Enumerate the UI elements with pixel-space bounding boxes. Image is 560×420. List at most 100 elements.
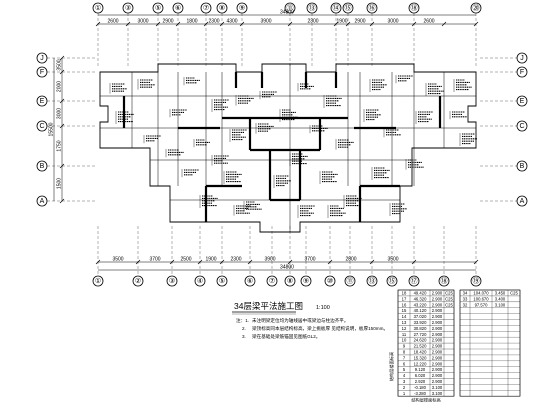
schedule-cell: 3.100 [432,391,443,396]
dimension-label: 2900 [354,19,365,25]
schedule-cell: 104.070 [473,290,489,295]
dimension-total-label: 34800 [280,10,294,16]
axis-bubble: J [516,52,528,64]
axis-circle [266,275,278,287]
dimension-label: 2000 [57,81,63,92]
schedule-cell: 6 [403,361,406,366]
axis-bubble: ⑮ [386,275,398,287]
beam-annotation [309,125,328,134]
floor-plan [99,63,477,233]
beam-annotation [425,83,444,96]
dimension-label: 3700 [304,257,315,263]
schedule-cell: 7 [403,355,406,360]
axis-bubble: ⑭ [330,2,342,14]
axis-label: ⑪ [287,4,294,12]
dimension-label: 3000 [387,19,398,25]
schedule-cell: 3.450 [495,290,506,295]
axis-bubble: ⑦ [266,275,278,287]
schedule-cell: 2.900 [432,338,443,343]
axis-label: J [40,55,44,62]
beam-annotation [243,201,262,212]
axis-label: ③ [125,4,131,12]
beam-annotation [235,95,254,106]
schedule-cell: 40.120 [414,308,427,313]
beam-annotation [335,139,354,150]
schedule-cell: 2.900 [432,308,443,313]
beam-annotation [453,79,472,92]
axis-bubble: ③ [166,275,178,287]
axis-bubble: J [36,52,48,64]
schedule-cell: 15.320 [414,355,427,360]
schedule-cell: 2.900 [432,320,443,325]
axis-bubble: B [36,160,48,172]
schedule-footer: 结构层楼面标高 [411,397,440,404]
note-line-3: 梁在基础处梁筋锚固见图纸GL2。 [252,333,320,340]
axis-circle [470,275,482,287]
axis-circle [166,275,178,287]
axis-circle [408,275,420,287]
dimension-label: 3000 [57,108,63,119]
axis-bubble: F [36,66,48,78]
axis-circle [324,275,336,287]
schedule-cell: C25 [445,302,453,307]
axis-bubble: ⑨ [236,2,248,14]
schedule-cell: 46.320 [414,296,427,301]
schedule-cell: 2.900 [432,344,443,349]
dimension-label: 2800 [345,257,356,263]
beam-annotation [273,175,291,188]
beam-annotation [279,109,298,122]
schedule-cell: 33.920 [414,320,427,325]
axis-bubble: ① [92,2,104,14]
thick-beams [122,72,442,222]
axis-bubble: B [516,160,528,172]
dimension-label: 2500 [180,257,191,263]
schedule-cell: 9.120 [415,367,426,372]
axis-label: ⑱ [441,277,448,285]
beam-annotation [297,205,315,218]
beam-annotation [319,171,338,184]
note-label-2: 2. [242,326,246,331]
axis-bubble: ⑩ [324,275,336,287]
schedule-cell: C25 [445,290,453,295]
axis-label: ⑪ [347,277,354,285]
axis-label: ⑬ [309,4,316,12]
axis-bubble: ⑪ [344,275,356,287]
axis-bubble: ① [92,275,104,287]
axis-bubble: ⑱ [408,2,420,14]
schedule-cell: 2.900 [432,314,443,319]
axis-circle [284,275,296,287]
dimension-total-label: 34800 [280,265,294,271]
beam-annotation [181,169,199,178]
axis-label: A [520,198,525,205]
schedule-cell: 12 [402,326,407,331]
axis-label: ① [95,277,101,285]
beam-annotations [109,75,477,218]
schedule-cell: 10 [402,338,407,343]
dimension-label: 1900 [336,19,347,25]
dimension-label: 2900 [162,19,173,25]
drawing-scale: 1:100 [316,305,330,311]
schedule-cell: 21.520 [414,344,427,349]
schedule-cell: 97.570 [475,302,488,307]
schedule-cell: 32 [463,302,468,307]
note-line-1: 未注明梁定位均为轴线居中或梁边与柱边齐平。 [252,317,348,324]
note-line-2: 梁顶标高同本层结构标高，梁上挑板厚 见结构说明，板厚150mm。 [252,325,388,332]
schedule-cell: 33 [463,296,468,301]
axis-label: A [40,198,45,205]
axis-label: ⑭ [333,4,340,12]
axis-bubble: ⑧ [284,275,296,287]
schedule-cell: 100.670 [473,296,489,301]
axis-bubble: ⑲ [470,275,482,287]
schedule-cell: 17 [402,296,407,301]
schedule-cell: 18.420 [414,349,427,354]
axis-bubble: A [516,195,528,207]
axis-label: B [520,163,525,170]
schedule-cell: 15 [402,308,407,313]
axis-bubble: ⑦ [200,2,212,14]
beam-annotation [363,109,381,122]
axis-label: C [519,123,524,130]
schedule-cell: 27.720 [414,332,427,337]
